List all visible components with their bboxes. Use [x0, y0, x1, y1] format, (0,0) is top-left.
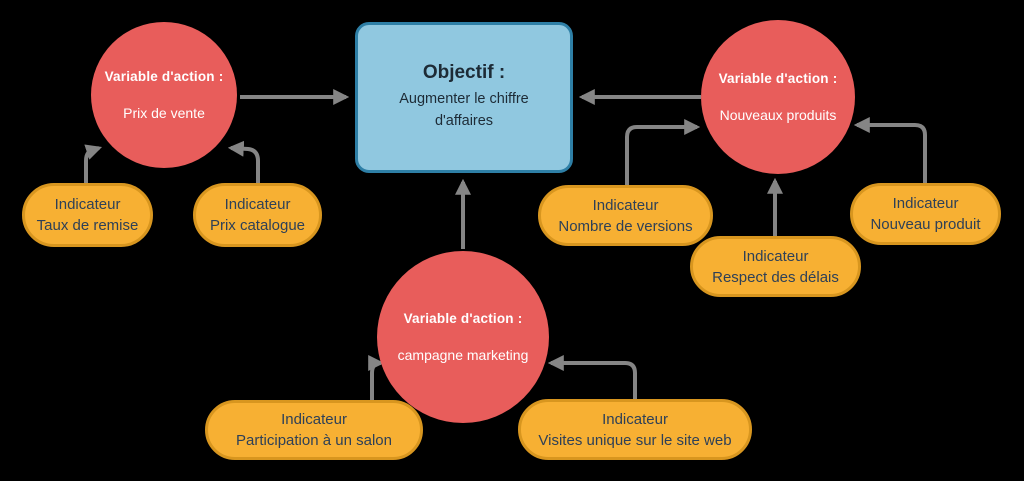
- connector-nouveau-produit: [853, 117, 927, 184]
- variable-label: Variable d'action :: [403, 311, 523, 326]
- variable-name: Nouveaux produits: [719, 107, 837, 123]
- indicator-node-respect-des-delais: Indicateur Respect des délais: [690, 236, 861, 297]
- variable-label: Variable d'action :: [104, 69, 224, 84]
- indicator-label: Indicateur: [281, 411, 347, 428]
- connector-taux-de-remise: [84, 144, 103, 184]
- indicator-label: Indicateur: [892, 195, 959, 212]
- indicator-name: Taux de remise: [36, 217, 139, 234]
- connector-visites-site-web: [547, 355, 637, 400]
- indicator-node-prix-catalogue: Indicateur Prix catalogue: [193, 183, 322, 247]
- variable-name: Prix de vente: [123, 105, 205, 121]
- indicator-name: Visites unique sur le site web: [538, 431, 732, 449]
- indicator-node-taux-de-remise: Indicateur Taux de remise: [22, 183, 153, 247]
- indicator-node-participation-salon: Indicateur Participation à un salon: [205, 400, 423, 460]
- indicator-label: Indicateur: [742, 247, 809, 265]
- indicator-name: Nombre de versions: [558, 217, 693, 235]
- connector-participation-salon: [368, 355, 385, 400]
- connector-nombre-de-versions: [625, 119, 701, 185]
- objective-node: Objectif : Augmenter le chiffre d'affair…: [355, 22, 573, 173]
- objective-title: Objectif :: [422, 62, 506, 84]
- indicator-label: Indicateur: [54, 196, 121, 213]
- variable-node-campagne-marketing: Variable d'action : campagne marketing: [377, 251, 549, 423]
- variable-name: campagne marketing: [397, 347, 529, 363]
- indicator-node-nombre-de-versions: Indicateur Nombre de versions: [538, 185, 713, 246]
- connector-prix-catalogue: [227, 140, 260, 184]
- indicator-name: Nouveau produit: [870, 216, 981, 233]
- indicator-name: Prix catalogue: [209, 217, 306, 234]
- variable-node-nouveaux-produits: Variable d'action : Nouveaux produits: [701, 20, 855, 174]
- indicator-node-nouveau-produit: Indicateur Nouveau produit: [850, 183, 1001, 245]
- indicator-name: Participation à un salon: [236, 432, 392, 449]
- objective-subtitle: Augmenter le chiffre d'affaires: [399, 91, 529, 129]
- indicator-node-visites-site-web: Indicateur Visites unique sur le site we…: [518, 399, 752, 460]
- variable-node-prix-de-vente: Variable d'action : Prix de vente: [91, 22, 237, 168]
- indicator-label: Indicateur: [602, 410, 668, 428]
- indicator-name: Respect des délais: [712, 268, 839, 286]
- indicator-label: Indicateur: [224, 196, 291, 213]
- indicator-label: Indicateur: [592, 196, 659, 214]
- variable-label: Variable d'action :: [718, 71, 838, 86]
